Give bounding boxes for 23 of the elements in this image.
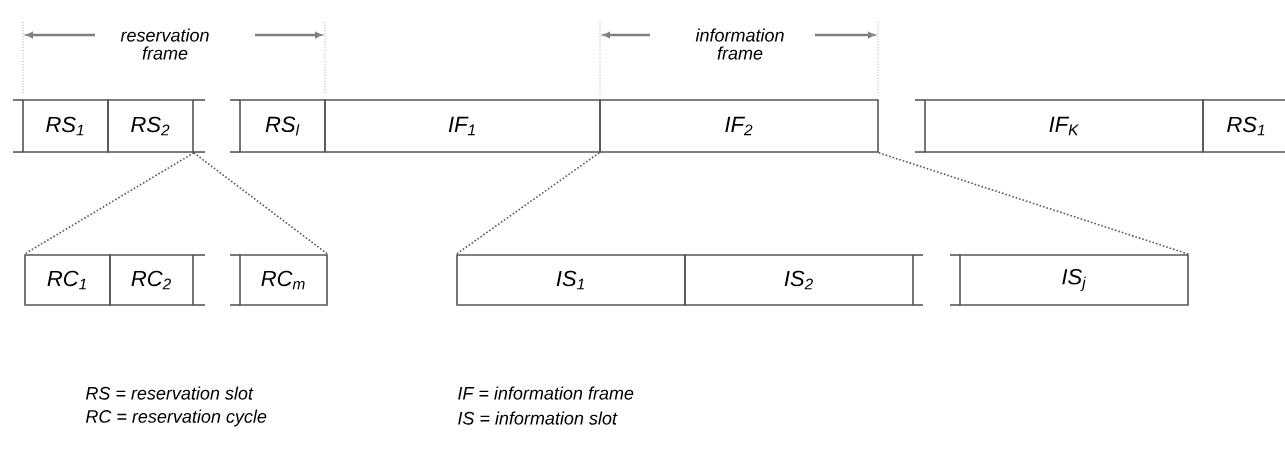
- slot-cell: RS$_{1}$: [1202, 99, 1285, 153]
- slot-cell: RC$_{2}$: [109, 254, 194, 306]
- legend-text: RS = reservation slot: [86, 386, 254, 400]
- legend-text: IS = information slot: [458, 411, 618, 425]
- slot-cell: IF$_{1}$: [324, 99, 601, 153]
- zoom-line: [23, 152, 195, 255]
- slot-cell: RS$_{2}$: [107, 99, 194, 153]
- slot-cell: IF$_{K}$: [924, 99, 1204, 153]
- zoom-line: [455, 152, 600, 255]
- slot-cell: RC$_{1}$: [24, 254, 111, 306]
- zoom-line: [193, 152, 329, 255]
- dimension-label: reservation frame: [120, 28, 209, 60]
- dimension-label: information frame: [695, 28, 784, 60]
- slot-cell: IS$_{1}$: [456, 254, 686, 306]
- slot-cell: IF$_{2}$: [599, 99, 879, 153]
- slot-cell: IS$_{j}$: [959, 254, 1189, 306]
- slot-cell: RS$_{l}$: [239, 99, 326, 153]
- legend-text: IF = information frame: [458, 386, 634, 400]
- legend-text: RC = reservation cycle: [86, 409, 267, 427]
- slot-cell: RC$_{m}$: [239, 254, 328, 306]
- slot-cell: RS$_{1}$: [22, 99, 109, 153]
- zoom-line: [878, 152, 1190, 255]
- slot-cell: IS$_{2}$: [684, 254, 914, 306]
